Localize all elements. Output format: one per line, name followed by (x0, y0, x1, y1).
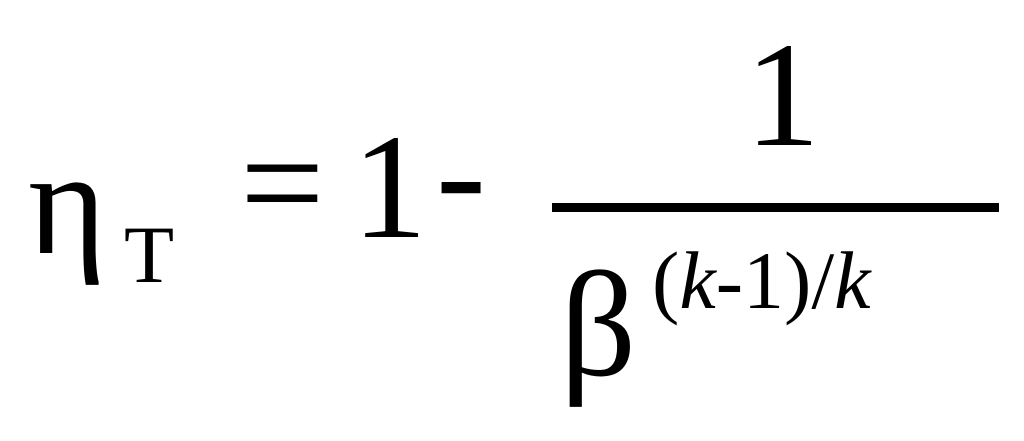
exp-slash: / (811, 235, 835, 326)
constant-one: 1 (352, 104, 427, 270)
exp-minus: - (715, 235, 744, 326)
beta-symbol: β (560, 242, 637, 408)
fraction-bar (552, 203, 999, 212)
exp-close-paren: ) (784, 235, 812, 326)
fraction-numerator: 1 (745, 12, 820, 178)
minus-sign: - (436, 90, 486, 256)
exp-var-k-denominator: k (834, 235, 871, 326)
exponent: (k-1)/k (652, 240, 871, 322)
exp-one: 1 (743, 235, 785, 326)
exp-var-k: k (679, 235, 716, 326)
equals-sign: = (240, 100, 325, 266)
subscript-t: T (124, 209, 175, 300)
eta-symbol: η (28, 120, 107, 286)
exp-open-paren: ( (652, 235, 680, 326)
